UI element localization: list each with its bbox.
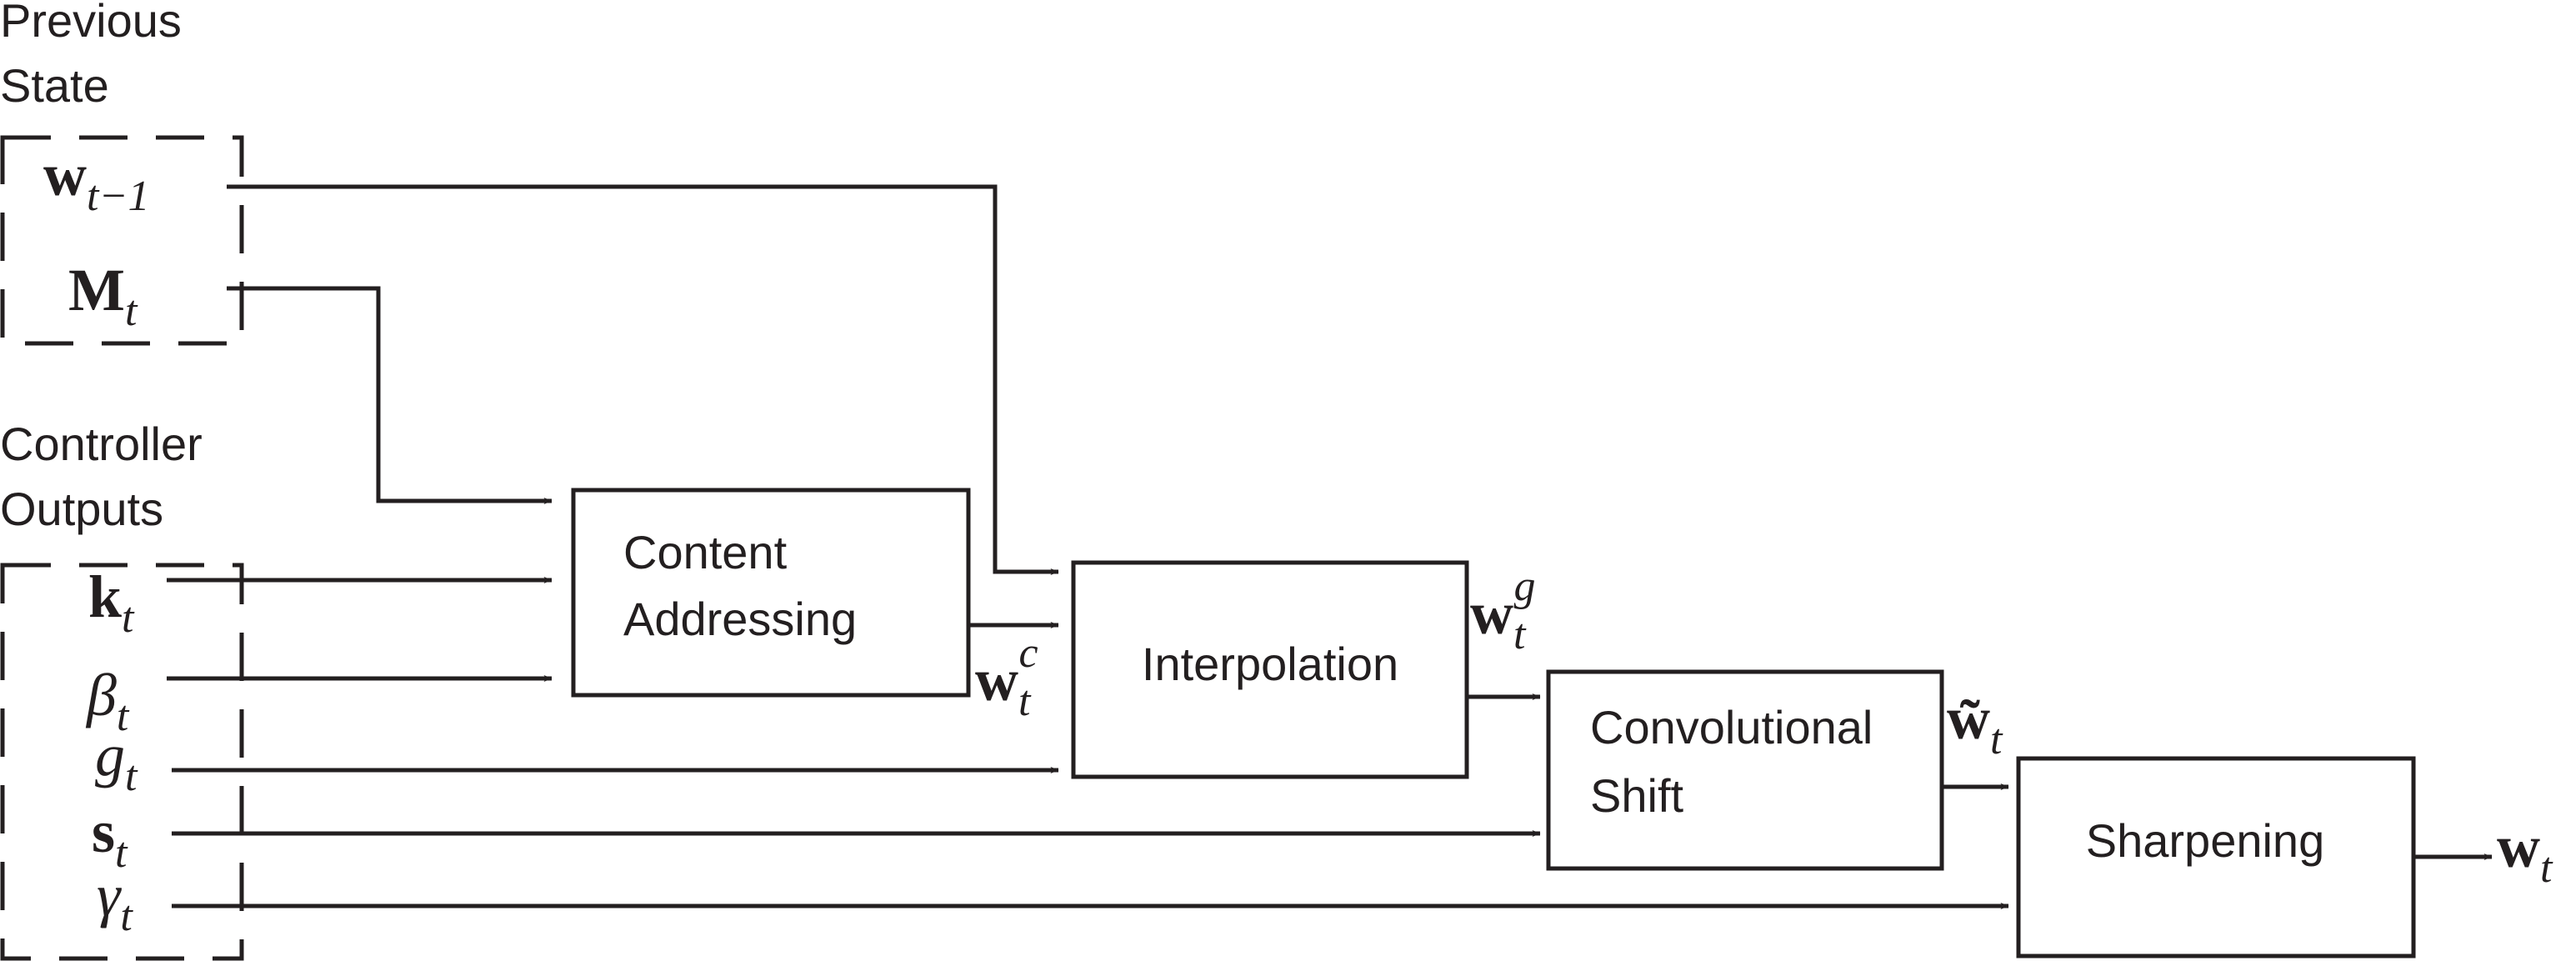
w-output-symbol: wt bbox=[2497, 813, 2553, 892]
previous-state-frame bbox=[0, 135, 244, 346]
content-addressing-block: Content Addressing bbox=[571, 488, 971, 698]
key-symbol: kt bbox=[88, 563, 135, 642]
controller-outputs-label: Controller Outputs bbox=[0, 418, 215, 535]
sharpening-label: Sharpening bbox=[2086, 814, 2324, 867]
interpolation-block: Interpolation bbox=[1071, 560, 1469, 779]
convolutional-shift-label: Convolutional Shift bbox=[1590, 701, 1886, 822]
memory-to-content-arrow bbox=[227, 286, 553, 504]
gate-symbol: gt bbox=[95, 722, 138, 800]
gamma-symbol: γt bbox=[97, 862, 133, 940]
w-gated-symbol: wtg bbox=[1470, 563, 1535, 658]
controller-outputs-frame bbox=[0, 563, 244, 961]
w-prev-to-interpolation-arrow bbox=[227, 184, 1059, 575]
connections bbox=[167, 184, 2493, 909]
sharpening-block: Sharpening bbox=[2016, 756, 2416, 958]
shift-symbol: st bbox=[92, 798, 128, 877]
interpolation-label: Interpolation bbox=[1142, 638, 1398, 690]
memory-symbol: Mt bbox=[68, 257, 138, 335]
content-addressing-label: Content Addressing bbox=[623, 526, 857, 645]
convolutional-shift-block: Convolutional Shift bbox=[1546, 669, 1944, 871]
previous-state-label: Previous State bbox=[0, 0, 194, 112]
w-prev-symbol: wt−1 bbox=[43, 142, 150, 220]
beta-symbol: βt bbox=[85, 662, 130, 740]
w-tilde-symbol: w̃t bbox=[1947, 685, 2003, 763]
w-content-symbol: wtc bbox=[975, 629, 1038, 725]
